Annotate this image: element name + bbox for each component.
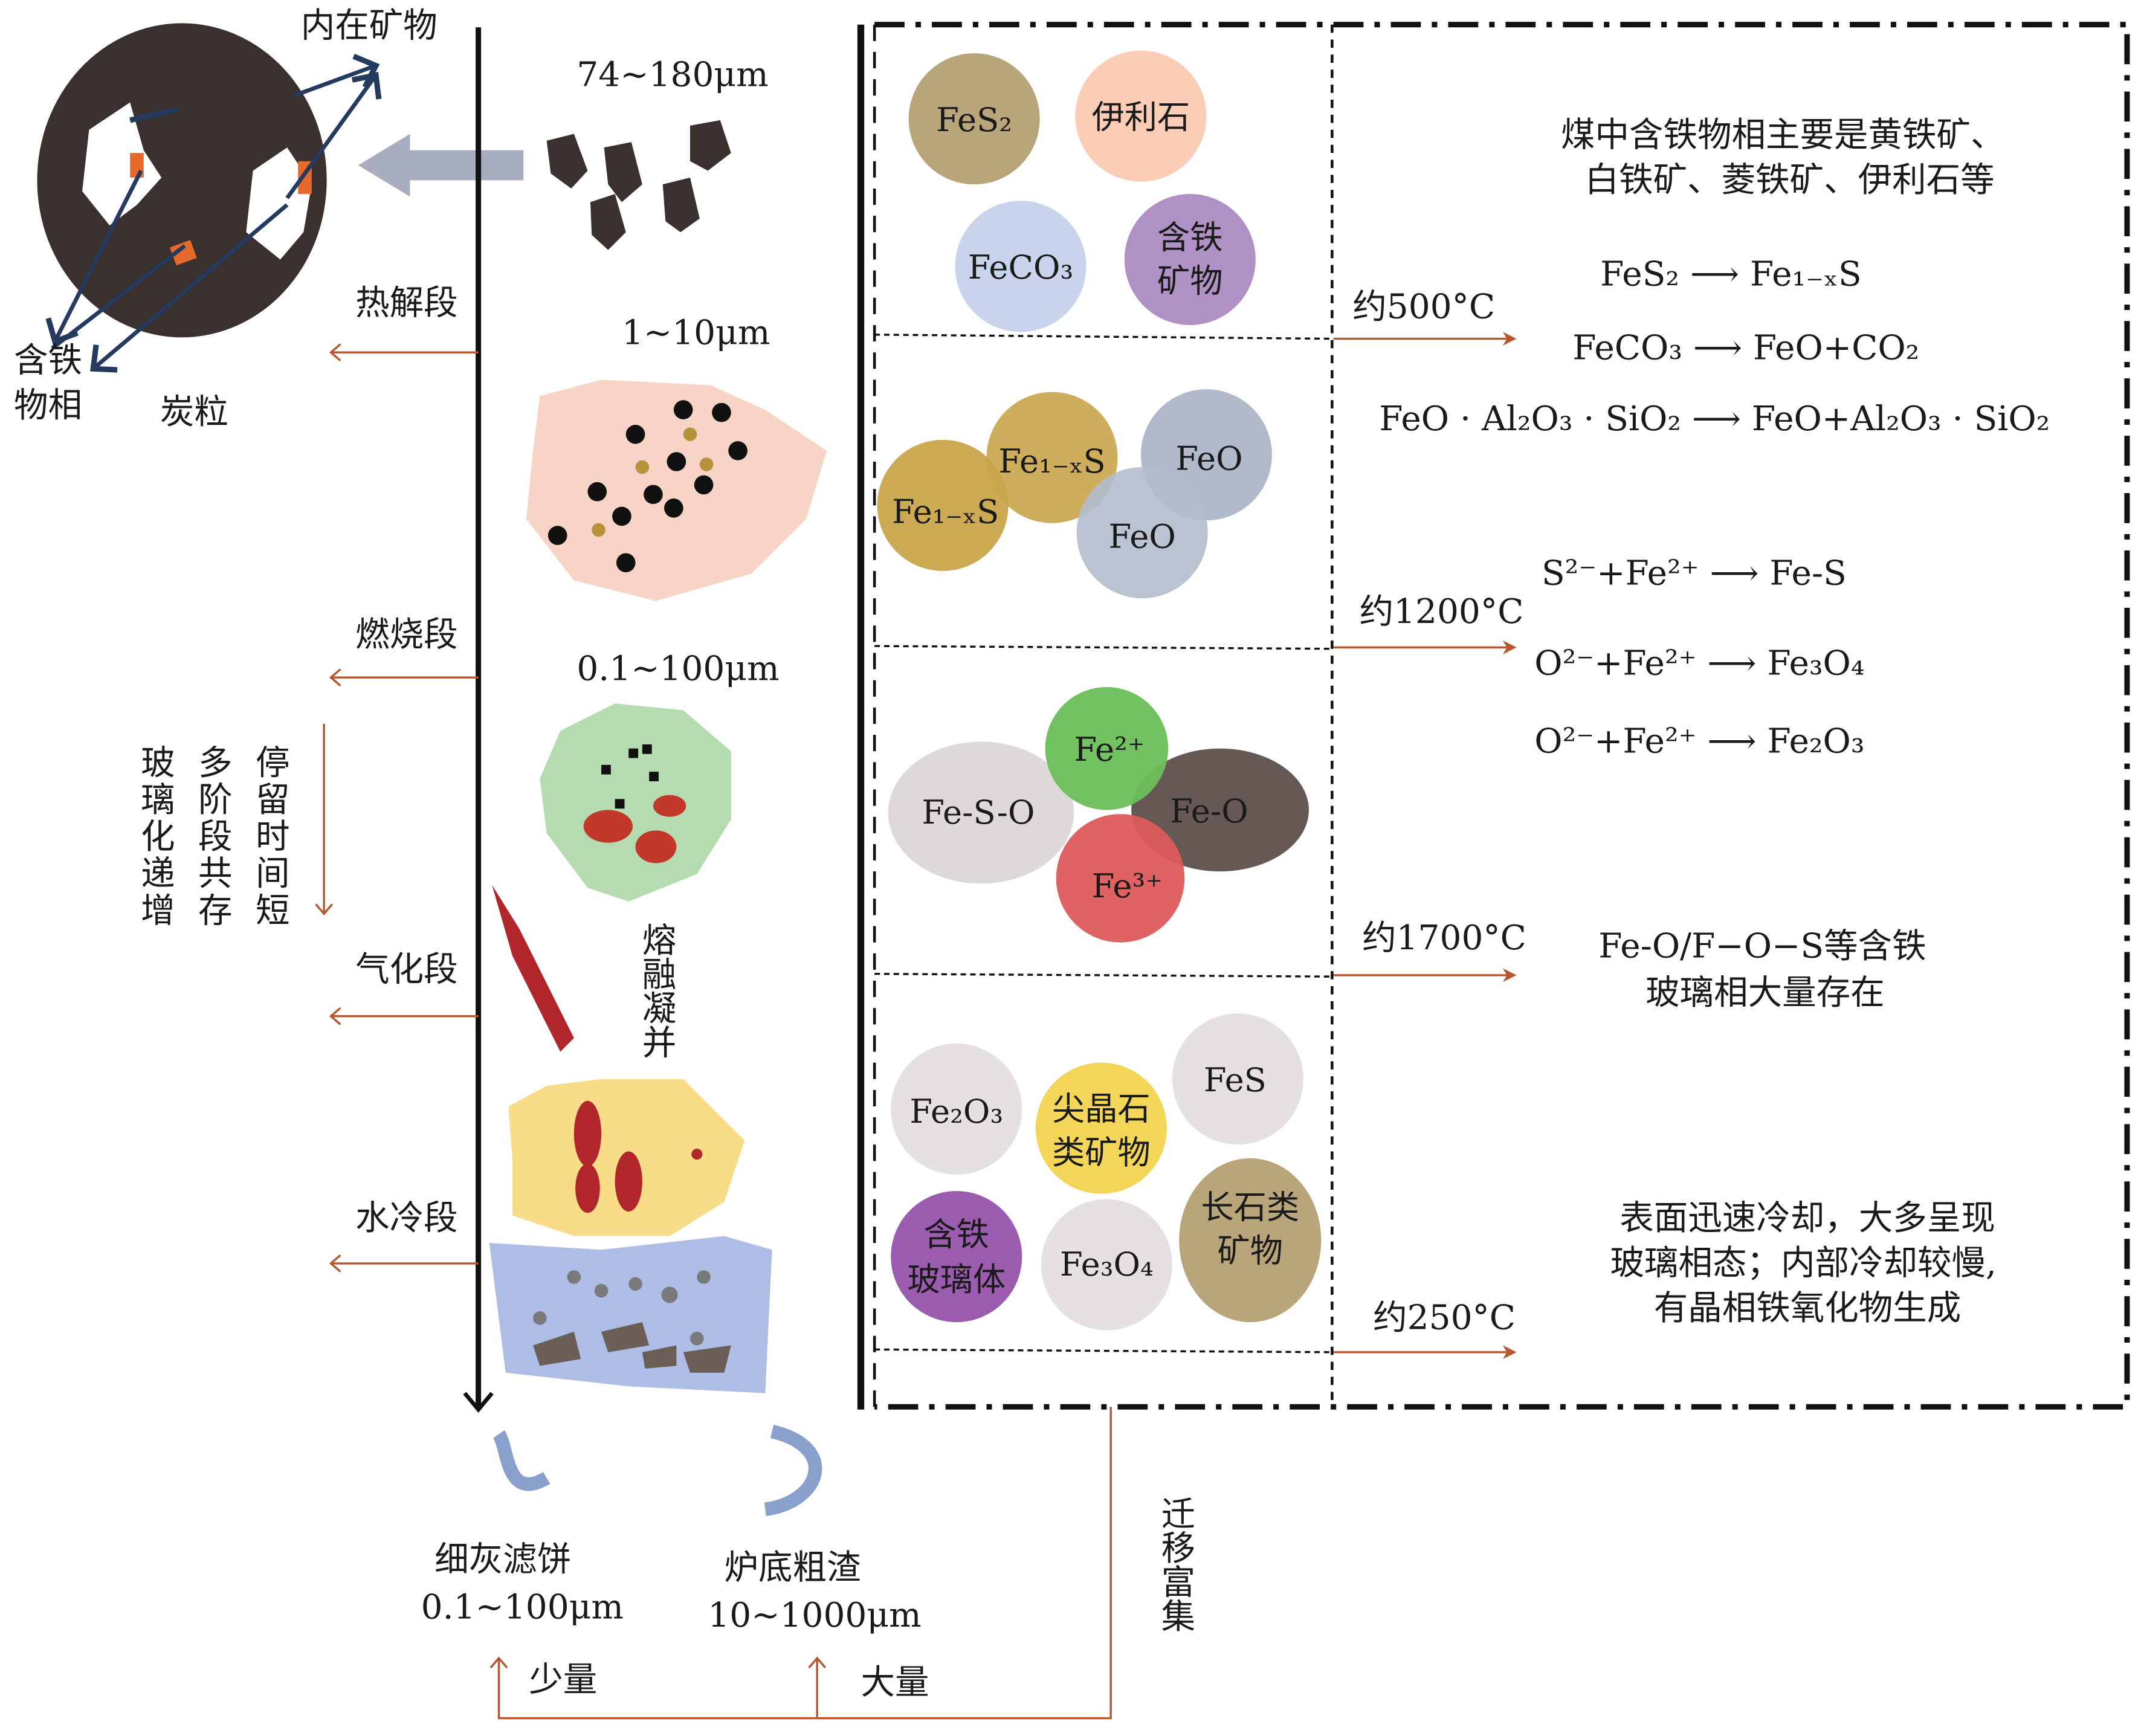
- desc-coal-1: 煤中含铁物相主要是黄铁矿、: [1561, 115, 2005, 155]
- temp-250: 约250°C: [1373, 1298, 1516, 1337]
- trend-texts: 玻璃化递增 多阶段共存 停留时间短: [135, 724, 334, 929]
- mineral-box: [857, 22, 2130, 1410]
- reaction-2: FeCO₃ ⟶ FeO+CO₂: [1572, 328, 1919, 367]
- mineral-feo-b: FeO: [1109, 517, 1176, 555]
- trend-vitrification: 玻璃化递增: [135, 744, 174, 929]
- mineral-fe1xs-a: Fe₁₋ₓS: [892, 493, 999, 531]
- mineral-feo-a: FeO: [1175, 440, 1242, 478]
- stage-water-cooling: 水冷段: [355, 1198, 458, 1237]
- mineral-fe-s-o: Fe-S-O: [922, 793, 1035, 831]
- large-amount-label: 大量: [861, 1663, 929, 1702]
- desc-glass-1: Fe-O/F−O−S等含铁: [1598, 927, 1926, 966]
- stage4-minerals: Fe₂O₃ 尖晶石 类矿物 FeS 含铁 玻璃体 Fe₃O₄ 长石类 矿物: [891, 1013, 1322, 1331]
- mineral-feldspar-2: 矿物: [1217, 1232, 1282, 1270]
- mineral-fes: FeS: [1204, 1061, 1267, 1099]
- size-pyrolysis: 1~10μm: [622, 314, 770, 353]
- mineral-feco3: FeCO₃: [968, 248, 1074, 286]
- char-label: 炭粒: [160, 393, 228, 432]
- desc-glass-2: 玻璃相大量存在: [1645, 973, 1885, 1012]
- desc-coal-2: 白铁矿、菱铁矿、伊利石等: [1585, 160, 1995, 199]
- fine-ash-label: 细灰滤饼: [434, 1540, 571, 1579]
- size-combustion: 0.1~100μm: [576, 650, 779, 689]
- pyrolysis-particle: [526, 379, 827, 601]
- trend-multistage: 多阶段共存: [192, 744, 231, 929]
- water-cooled-slag: [489, 1236, 772, 1393]
- mineral-iron-glass-2: 玻璃体: [907, 1260, 1006, 1299]
- small-amount-label: 少量: [529, 1660, 597, 1699]
- iron-phase-label-1: 含铁: [14, 341, 82, 380]
- combustion-particle: [540, 703, 731, 902]
- mineral-iron-bearing-2: 矿物: [1157, 262, 1223, 300]
- fine-ash-size: 0.1~100μm: [421, 1588, 624, 1627]
- desc-cool-2: 玻璃相态；内部冷却较慢,: [1610, 1244, 1996, 1283]
- stage-labels: 热解段 燃烧段 气化段 水冷段: [329, 283, 479, 1273]
- coarse-slag-size: 10~1000μm: [708, 1596, 921, 1635]
- reaction-6: O²⁻+Fe²⁺ ⟶ Fe₂O₃: [1534, 721, 1864, 761]
- stage-gasification: 气化段: [355, 950, 458, 989]
- migration-line: [489, 1407, 1112, 1720]
- mineral-fe3o4: Fe₃O₄: [1060, 1245, 1154, 1283]
- reaction-1: FeS₂ ⟶ Fe₁₋ₓS: [1600, 254, 1861, 294]
- stage-pyrolysis: 热解段: [355, 283, 458, 323]
- gray-left-arrow-icon: [358, 134, 524, 197]
- mineral-fes2: FeS₂: [936, 101, 1012, 139]
- temp-500: 约500°C: [1352, 288, 1495, 327]
- mineral-iron-bearing-1: 含铁: [1157, 218, 1223, 256]
- desc-cool-3: 有晶相铁氧化物生成: [1654, 1289, 1961, 1328]
- stage3-minerals: Fe-S-O Fe²⁺ Fe-O Fe³⁺: [888, 686, 1309, 943]
- gasification-particle: [508, 1079, 745, 1236]
- desc-cool-1: 表面迅速冷却，大多呈现: [1619, 1198, 1995, 1237]
- stage2-minerals: Fe₁₋ₓS Fe₁₋ₓS FeO FeO: [877, 389, 1272, 599]
- melt-coalesce-label: 熔融凝并: [636, 922, 676, 1059]
- curved-arrow-right-icon: [764, 1424, 822, 1516]
- size-raw-coal: 74~180μm: [576, 55, 768, 94]
- coal-particle: [37, 23, 382, 373]
- inner-minerals-label: 内在矿物: [301, 6, 438, 45]
- temp-1700: 约1700°C: [1362, 918, 1526, 958]
- temp-1200: 约1200°C: [1360, 592, 1524, 631]
- coal-pieces: [546, 120, 731, 250]
- mineral-spinel-2: 类矿物: [1052, 1134, 1151, 1172]
- stage1-minerals: FeS₂ 伊利石 FeCO₃ 含铁 矿物: [908, 50, 1256, 332]
- mineral-feldspar-1: 长石类: [1201, 1188, 1299, 1226]
- mineral-spinel-1: 尖晶石: [1052, 1090, 1151, 1128]
- curved-arrow-left-icon: [492, 1430, 551, 1491]
- reaction-3: FeO · Al₂O₃ · SiO₂ ⟶ FeO+Al₂O₃ · SiO₂: [1379, 399, 2050, 439]
- mineral-iron-glass-1: 含铁: [924, 1216, 989, 1254]
- slag-droplet: [492, 885, 574, 1052]
- reaction-5: O²⁻+Fe²⁺ ⟶ Fe₃O₄: [1534, 644, 1864, 683]
- ion-fe3: Fe³⁺: [1092, 867, 1163, 905]
- descriptions: 煤中含铁物相主要是黄铁矿、 白铁矿、菱铁矿、伊利石等 FeS₂ ⟶ Fe₁₋ₓS…: [1379, 115, 2050, 1328]
- reaction-4: S²⁻+Fe²⁺ ⟶ Fe-S: [1542, 553, 1847, 593]
- mineral-fe1xs-b: Fe₁₋ₓS: [998, 442, 1105, 480]
- coarse-slag-label: 炉底粗渣: [724, 1548, 861, 1587]
- migration-label: 迁移富集: [1155, 1496, 1195, 1632]
- temperature-markers: 约500°C 约1200°C 约1700°C 约250°C: [1333, 288, 1526, 1360]
- stage-combustion: 燃烧段: [355, 615, 458, 654]
- mineral-illite: 伊利石: [1092, 98, 1190, 136]
- mineral-fe-o: Fe-O: [1170, 792, 1248, 830]
- iron-phase-label-2: 物相: [14, 386, 82, 425]
- ion-fe2: Fe²⁺: [1074, 731, 1145, 769]
- mineral-fe2o3: Fe₂O₃: [909, 1092, 1003, 1131]
- trend-residence: 停留时间短: [250, 744, 289, 929]
